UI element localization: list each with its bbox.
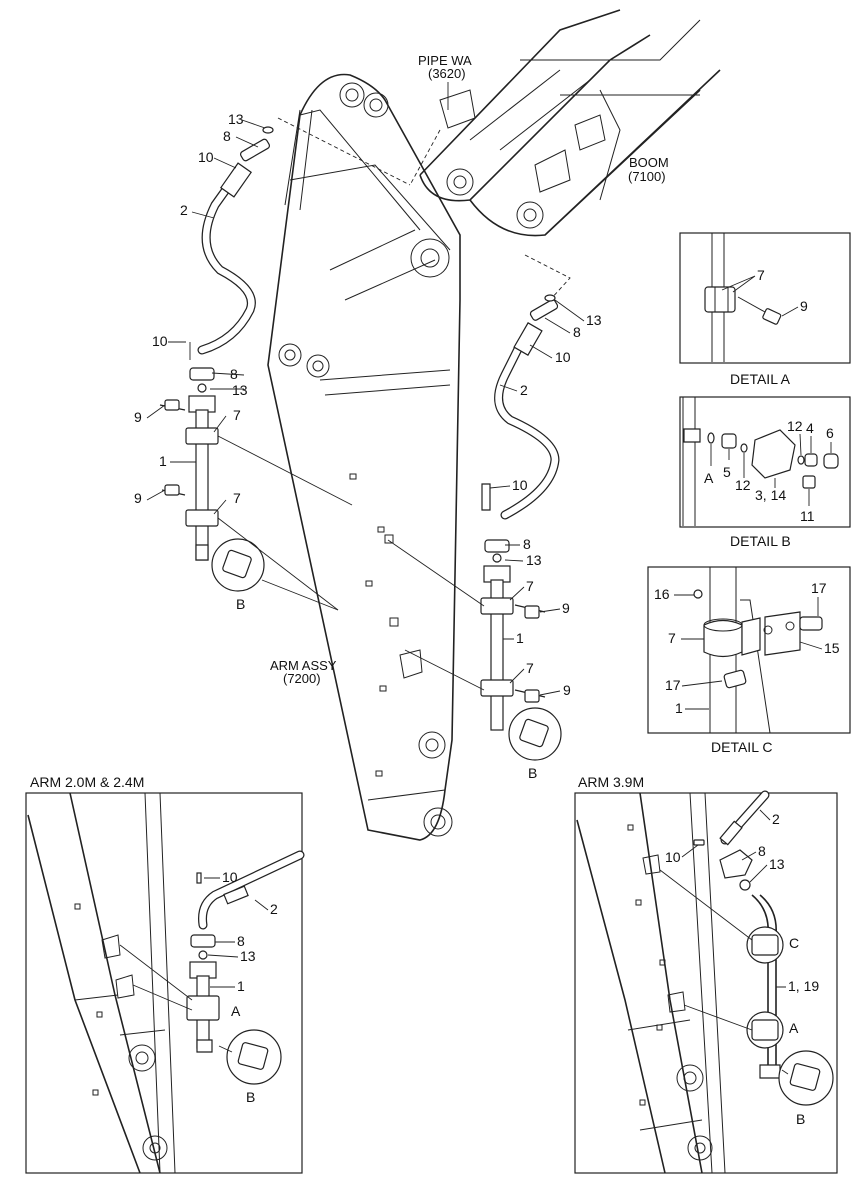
detail-b-callout-a: A: [704, 470, 714, 486]
arm-drawing: [267, 73, 461, 841]
long-callout-10: 10: [665, 849, 681, 865]
boom-label: BOOM: [629, 155, 669, 170]
callout-7-right: 7: [526, 578, 534, 594]
detail-b-callout-12b: 12: [735, 477, 751, 493]
short-arm-title: ARM 2.0M & 2.4M: [30, 774, 144, 790]
long-callout-13: 13: [769, 856, 785, 872]
dashed-leaders: [277, 117, 571, 301]
detail-b-caption: DETAIL B: [730, 533, 791, 549]
short-callout-8: 8: [237, 933, 245, 949]
callout-7b-left: 7: [233, 490, 241, 506]
pipe-wa-code: (3620): [428, 66, 466, 81]
callout-9b-right: 9: [563, 682, 571, 698]
detail-c-callout-7: 7: [668, 630, 676, 646]
detail-a-caption: DETAIL A: [730, 371, 791, 387]
detail-c: 16 17 7 15 17 1 DETAIL C: [647, 566, 851, 755]
callout-9b-left: 9: [134, 490, 142, 506]
long-callout-c: C: [789, 935, 799, 951]
callout-13b-right: 13: [526, 552, 542, 568]
arm-assy-label: ARM ASSY: [270, 658, 337, 673]
detail-c-callout-17b: 17: [665, 677, 681, 693]
detail-a-callout-9: 9: [800, 298, 808, 314]
callout-b-left: B: [236, 596, 245, 612]
callout-b-right: B: [528, 765, 537, 781]
short-arm-panel: ARM 2.0M & 2.4M 10 2 8 13 1 A B: [25, 774, 305, 1174]
callout-9-right: 9: [562, 600, 570, 616]
right-hose-assembly: [387, 294, 562, 761]
assembly-labels: PIPE WA (3620) BOOM (7100) ARM ASSY (720…: [270, 53, 669, 686]
detail-c-callout-1: 1: [675, 700, 683, 716]
boom-drawing: [419, 9, 721, 237]
long-arm-title: ARM 3.9M: [578, 774, 644, 790]
long-callout-a: A: [789, 1020, 799, 1036]
detail-b: 12 4 6 A 5 12 3, 14 11 DETAIL B: [679, 396, 851, 549]
pipe-wa-label: PIPE WA: [418, 53, 472, 68]
detail-b-callout-12: 12: [787, 418, 803, 434]
long-callout-2: 2: [772, 811, 780, 827]
detail-b-callout-11: 11: [800, 508, 815, 524]
callout-1-left: 1: [159, 453, 167, 469]
callout-8-right: 8: [573, 324, 581, 340]
short-callout-a: A: [231, 1003, 241, 1019]
short-callout-1: 1: [237, 978, 245, 994]
callout-2-right: 2: [520, 382, 528, 398]
callout-10b-left: 10: [152, 333, 168, 349]
callout-7b-right: 7: [526, 660, 534, 676]
short-callout-b: B: [246, 1089, 255, 1105]
callout-10-left: 10: [198, 149, 214, 165]
callout-9-left: 9: [134, 409, 142, 425]
long-callout-8: 8: [758, 843, 766, 859]
detail-b-callout-4: 4: [806, 420, 814, 436]
callout-8-left: 8: [223, 128, 231, 144]
callout-2-left: 2: [180, 202, 188, 218]
detail-b-callout-6: 6: [826, 425, 834, 441]
detail-c-caption: DETAIL C: [711, 739, 772, 755]
detail-b-callout-5: 5: [723, 464, 731, 480]
callout-13b-left: 13: [232, 382, 248, 398]
detail-c-callout-17: 17: [811, 580, 827, 596]
callout-13-right: 13: [586, 312, 602, 328]
main-callouts: 13 8 10 2 10 8 13 9 7 1 9 7 B 13 8 10 2 …: [134, 111, 602, 781]
left-hose-assembly: [159, 126, 353, 611]
short-callout-10: 10: [222, 869, 238, 885]
detail-b-callout-3-14: 3, 14: [755, 487, 786, 503]
callout-1-right: 1: [516, 630, 524, 646]
detail-c-callout-15: 15: [824, 640, 840, 656]
callout-10b-right: 10: [512, 477, 528, 493]
long-callout-b: B: [796, 1111, 805, 1127]
detail-c-callout-16: 16: [654, 586, 670, 602]
arm-assy-code: (7200): [283, 671, 321, 686]
detail-a: 7 9 DETAIL A: [679, 232, 851, 387]
callout-7-left: 7: [233, 407, 241, 423]
callout-10-right: 10: [555, 349, 571, 365]
long-callout-1-19: 1, 19: [788, 978, 819, 994]
short-callout-2: 2: [270, 901, 278, 917]
boom-code: (7100): [628, 169, 666, 184]
short-callout-13: 13: [240, 948, 256, 964]
callout-13-left: 13: [228, 111, 244, 127]
long-arm-panel: ARM 3.9M 2 10 8 13 C 1, 19 A: [574, 774, 838, 1174]
detail-a-callout-7: 7: [757, 267, 765, 283]
callout-8b-right: 8: [523, 536, 531, 552]
